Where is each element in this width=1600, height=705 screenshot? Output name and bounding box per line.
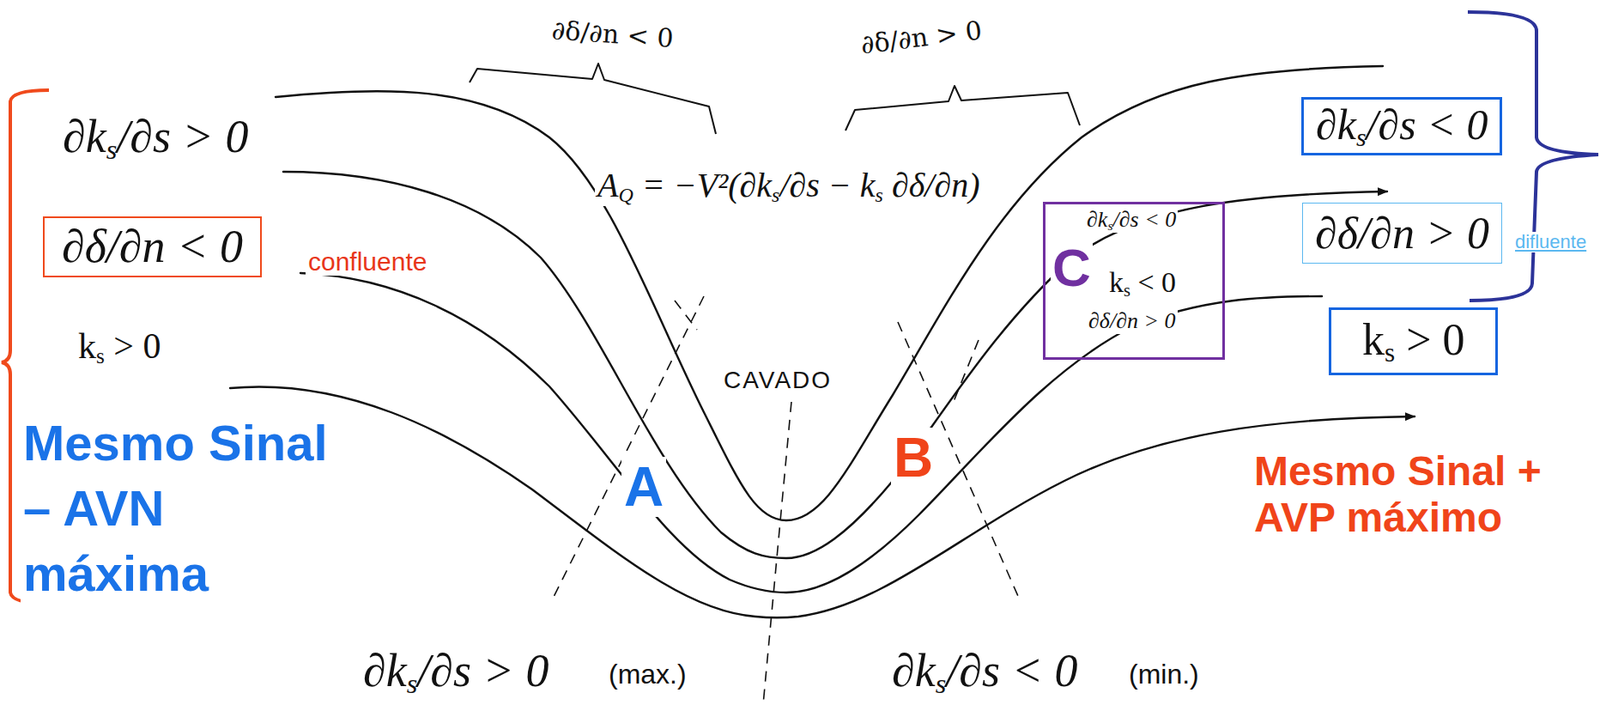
text-run: ∂δ/∂n > 0 [1315, 208, 1490, 258]
text-run: CAVADO [723, 366, 832, 394]
box-text: ∂δ/∂n > 0 [1315, 208, 1490, 258]
dashed-line [551, 296, 704, 602]
text-run: s [1384, 337, 1395, 368]
point-label: B [890, 427, 936, 488]
handwritten-annotation: ∂δ/∂n > 0 [856, 15, 987, 60]
text-run: (max.) [608, 658, 687, 690]
annotation: difluente [1512, 231, 1589, 253]
text-run: s [875, 183, 884, 207]
math-term: ∂ks/∂s > 0 [60, 111, 251, 166]
dashed-line [674, 300, 697, 330]
text-run: ∂δ/∂n > 0 [1088, 308, 1176, 334]
text-run: /∂s < 0 [1112, 206, 1176, 232]
text-run: > 0 [1394, 315, 1465, 364]
curvature-sign-box: ks > 0 [1328, 307, 1498, 376]
text-run: s [96, 344, 105, 368]
annotation: confluente [305, 247, 430, 276]
text-run: s [106, 133, 118, 165]
diffluence-box: ∂δ/∂n > 0 [1302, 202, 1503, 264]
text-run: ∂δ/∂n < 0 [61, 220, 243, 273]
text-run: = −V²(∂k [633, 165, 772, 205]
text-run: Mesmo Sinal – AVN máxima [23, 414, 328, 601]
brace [845, 85, 1080, 131]
text-run: k [1362, 315, 1385, 364]
text-run: (min.) [1128, 658, 1200, 690]
text-run: difluente [1515, 230, 1587, 253]
text-run: ∂k [891, 644, 936, 697]
text-run: C [1052, 237, 1091, 297]
text-run: A [624, 455, 664, 518]
confluence-box: ∂δ/∂n < 0 [42, 216, 262, 278]
text-run: A [597, 165, 619, 205]
text-run: s [406, 667, 419, 699]
text-run: B [893, 426, 934, 489]
brace [469, 63, 716, 134]
math-term: ks > 0 [75, 326, 164, 369]
equation: AQ = −V²(∂ks/∂s − ks ∂δ/∂n) [594, 166, 982, 207]
text-run: ∂k [363, 644, 407, 697]
text-run: s [935, 667, 947, 699]
text-run: k [78, 326, 97, 366]
point-label: A [621, 456, 667, 517]
math-term: ∂ks/∂s < 0 [889, 645, 1080, 700]
text-run: ∂δ/∂n > 0 [859, 14, 984, 60]
box-text: ∂δ/∂n < 0 [61, 221, 243, 273]
dashed-line [952, 339, 979, 404]
box-text: ∂δ/∂n > 0 [1086, 309, 1178, 334]
text-run: ∂k [62, 110, 107, 163]
text-run: /∂s − k [779, 165, 875, 205]
text-run: s [771, 183, 780, 207]
text-run: ∂k [1315, 100, 1357, 149]
annotation: Mesmo Sinal – AVN máxima [20, 410, 357, 607]
text-run: > 0 [104, 326, 162, 366]
text-run: s [1123, 280, 1131, 300]
annotation: (max.) [606, 659, 690, 690]
annotation: Mesmo Sinal + AVP máximo [1251, 448, 1549, 541]
text-run: /∂s < 0 [945, 644, 1078, 697]
text-run: /∂s < 0 [1366, 100, 1489, 149]
box-text: C [1050, 238, 1093, 297]
text-run: s [1356, 122, 1367, 152]
text-run: Q [618, 183, 633, 207]
box-text: ks > 0 [1362, 315, 1465, 368]
text-run: /∂s > 0 [417, 644, 549, 697]
region-c-box: ∂ks/∂s < 0Cks < 0∂δ/∂n > 0 [1042, 201, 1225, 360]
curvature-box: ∂ks/∂s < 0 [1301, 96, 1503, 156]
annotation: (min.) [1126, 659, 1202, 690]
math-term: ∂ks/∂s > 0 [360, 645, 552, 700]
text-run: ∂k [1086, 206, 1108, 232]
streamline [230, 386, 1415, 618]
streamline [275, 66, 1383, 521]
text-run: Mesmo Sinal + AVP máximo [1254, 448, 1542, 540]
box-text: ks < 0 [1107, 266, 1178, 301]
text-run: confluente [308, 247, 427, 276]
text-run: k [1109, 266, 1124, 298]
box-text: ∂ks/∂s < 0 [1084, 207, 1178, 233]
text-run: < 0 [1130, 266, 1176, 298]
box-text: ∂ks/∂s < 0 [1315, 101, 1488, 152]
text-run: s [1107, 218, 1113, 233]
streamline [283, 171, 1388, 558]
handwritten-annotation: ∂δ/∂n < 0 [548, 15, 678, 53]
text-run: ∂δ/∂n < 0 [551, 14, 675, 54]
text-run: /∂s > 0 [116, 110, 249, 163]
text-run: ∂δ/∂n) [883, 165, 981, 205]
trough-axis [763, 401, 792, 705]
streamline [300, 272, 1322, 593]
trough-label: CAVADO [721, 367, 835, 394]
